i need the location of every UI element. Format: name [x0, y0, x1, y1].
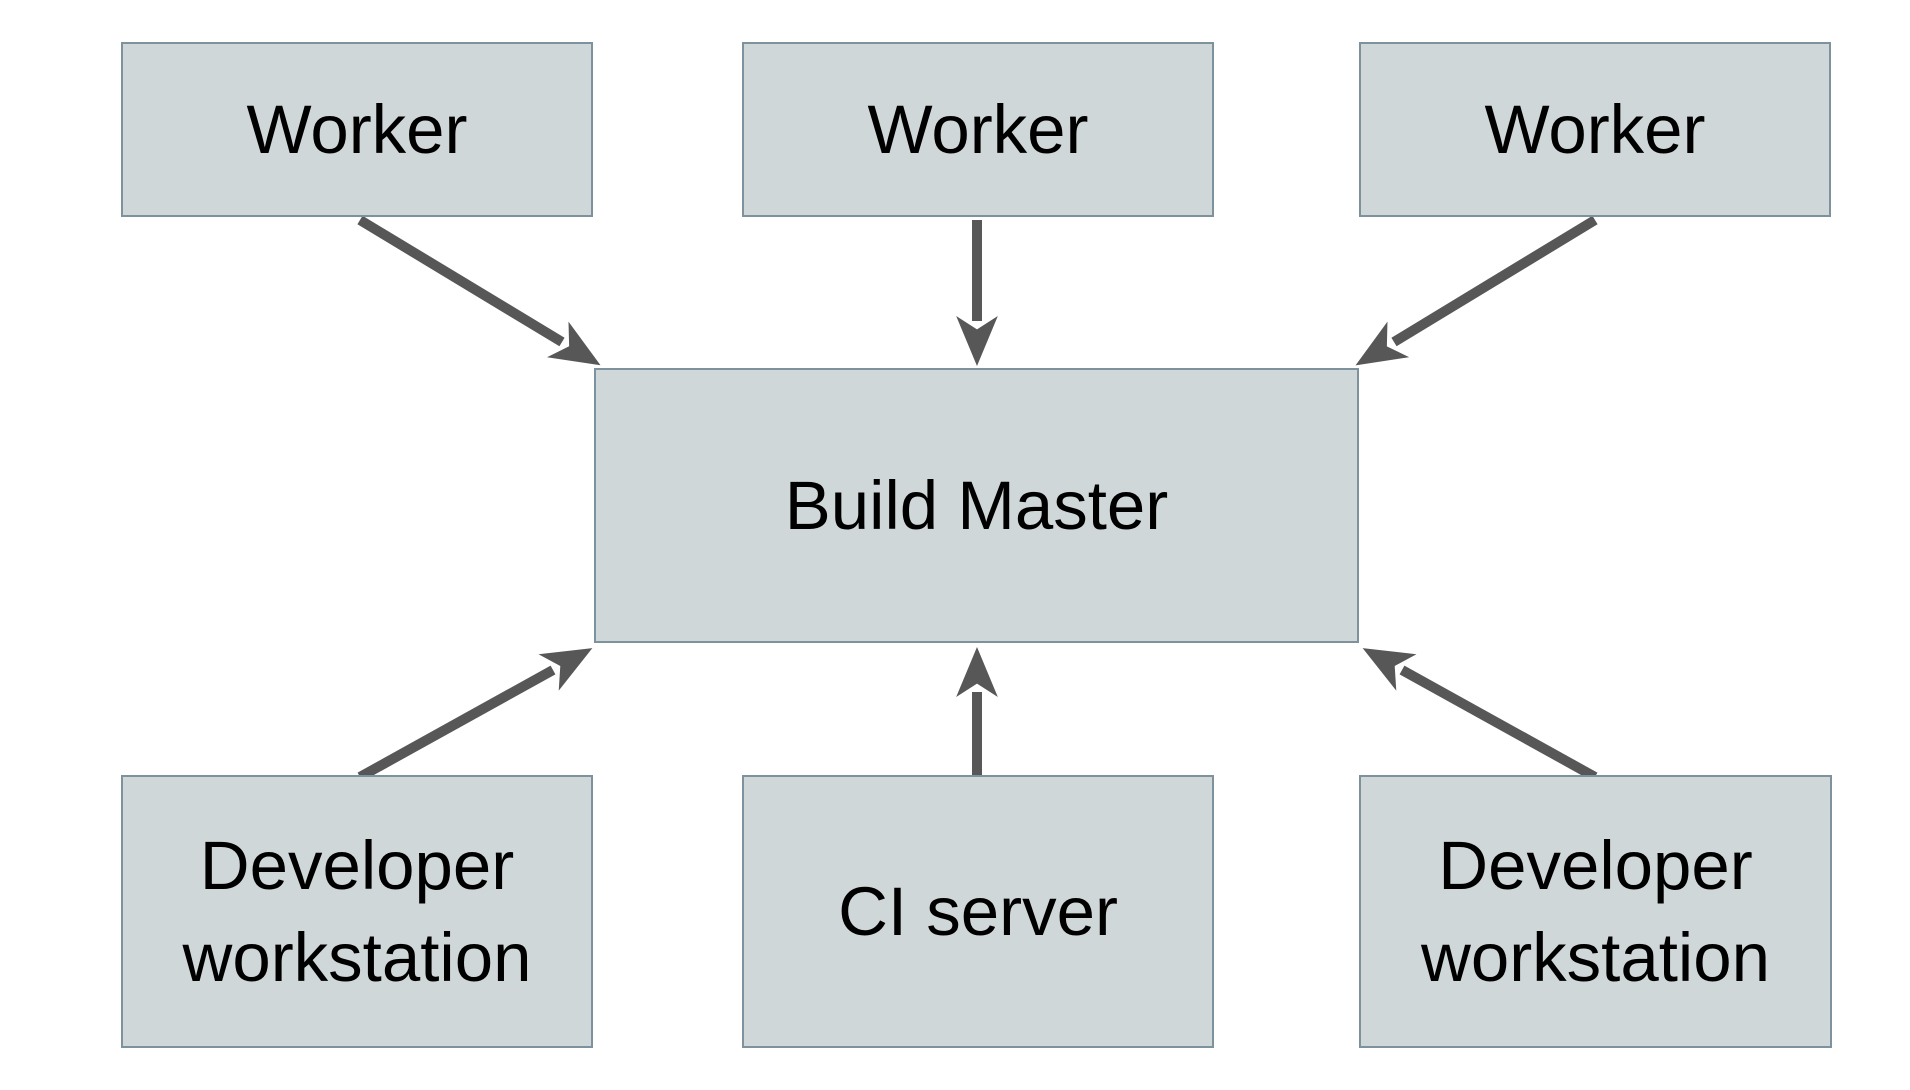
node-build-master: Build Master — [594, 368, 1359, 643]
edge-worker1-to-buildmaster — [357, 215, 601, 366]
edge-devws2-to-buildmaster — [1362, 648, 1598, 782]
node-worker-1-label: Worker — [246, 90, 468, 168]
node-developer-workstation-1-label: Developer workstation — [182, 827, 532, 996]
node-worker-2-label: Worker — [867, 90, 1089, 168]
node-developer-workstation-1: Developer workstation — [121, 775, 593, 1048]
node-worker-1: Worker — [121, 42, 593, 217]
node-developer-workstation-2-label: Developer workstation — [1421, 827, 1770, 996]
node-build-master-label: Build Master — [784, 466, 1169, 544]
node-worker-3: Worker — [1359, 42, 1831, 217]
edge-devws1-to-buildmaster — [357, 648, 593, 782]
node-developer-workstation-2: Developer workstation — [1359, 775, 1832, 1048]
node-ci-server: CI server — [742, 775, 1214, 1048]
node-worker-3-label: Worker — [1484, 90, 1706, 168]
node-ci-server-label: CI server — [838, 872, 1118, 950]
node-worker-2: Worker — [742, 42, 1214, 217]
edge-worker3-to-buildmaster — [1355, 215, 1598, 366]
